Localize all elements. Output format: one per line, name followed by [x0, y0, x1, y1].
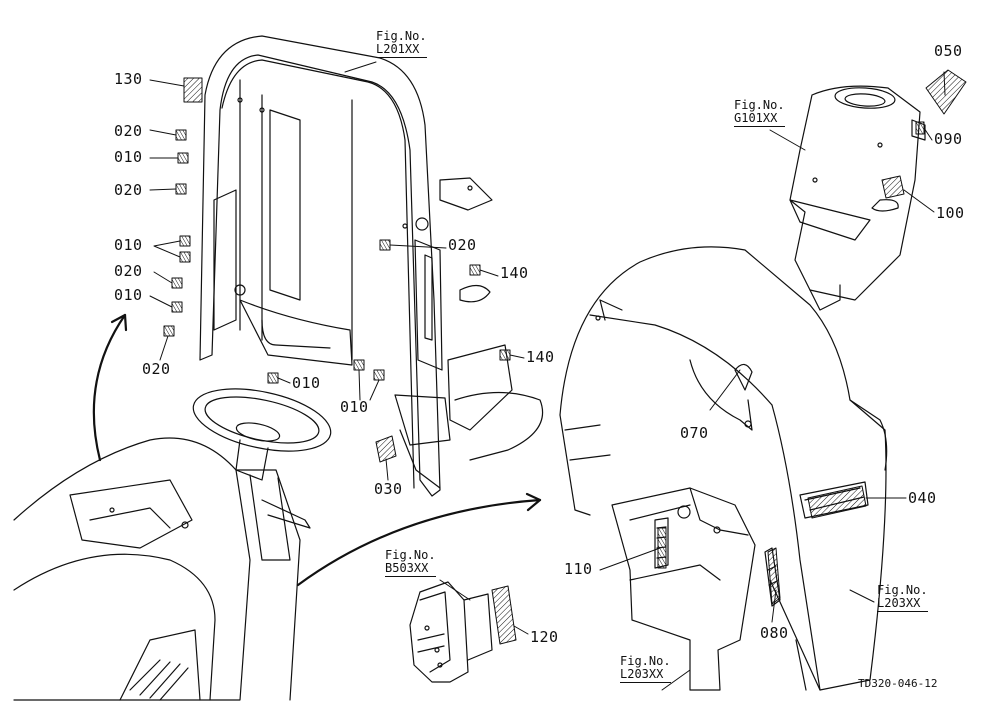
part-label-110: 110 [564, 560, 593, 578]
part-label-020: 020 [114, 262, 143, 280]
decal-100 [881, 175, 905, 199]
part-label-140: 140 [526, 348, 555, 366]
hood-drawing [559, 246, 888, 691]
decal-020-d [163, 325, 175, 337]
decal-010-b [179, 235, 191, 247]
tractor-body-drawing [13, 388, 332, 701]
decal-040 [807, 485, 867, 519]
figure-number: B503XX [385, 562, 436, 577]
part-label-010: 010 [292, 374, 321, 392]
part-label-040: 040 [908, 489, 937, 507]
part-label-100: 100 [936, 204, 965, 222]
part-label-030: 030 [374, 480, 403, 498]
decal-110 [657, 527, 667, 569]
part-label-010: 010 [114, 286, 143, 304]
part-label-080: 080 [760, 624, 789, 642]
part-label-020: 020 [448, 236, 477, 254]
decal-050 [925, 69, 967, 115]
part-label-140: 140 [500, 264, 529, 282]
part-label-020: 020 [114, 181, 143, 199]
decal-130 [183, 77, 203, 103]
part-label-020: 020 [114, 122, 143, 140]
figure-ref-b503: Fig.No. B503XX [385, 549, 436, 577]
figure-ref-l203-outer: Fig.No. L203XX [877, 584, 928, 612]
part-label-070: 070 [680, 424, 709, 442]
decal-090 [915, 121, 925, 135]
decal-120 [491, 585, 517, 645]
assembly-arrows [92, 313, 542, 587]
part-label-020: 020 [142, 360, 171, 378]
decal-140-b [499, 349, 511, 361]
figure-ref-g101: Fig.No. G101XX [734, 99, 785, 127]
decal-020-a [175, 129, 187, 141]
decal-030 [375, 435, 397, 463]
figure-ref-l201: Fig.No. L201XX [376, 30, 427, 58]
part-label-120: 120 [530, 628, 559, 646]
decal-020-c [171, 277, 183, 289]
decal-010-f [353, 359, 365, 371]
decal-010-g [373, 369, 385, 381]
figure-number: L201XX [376, 43, 427, 58]
decal-010-d [171, 301, 183, 313]
decal-020-b [175, 183, 187, 195]
decal-020-e [379, 239, 391, 251]
figure-caption: Fig.No. [620, 654, 671, 668]
figure-number: L203XX [877, 597, 928, 612]
decal-010-a [177, 152, 189, 164]
decal-080 [767, 547, 781, 605]
part-label-010: 010 [340, 398, 369, 416]
figure-caption: Fig.No. [376, 29, 427, 43]
part-label-010: 010 [114, 236, 143, 254]
figure-number: L203XX [620, 668, 671, 683]
decal-010-e [267, 372, 279, 384]
part-label-010: 010 [114, 148, 143, 166]
rear-panel-drawing [199, 35, 544, 497]
figure-ref-l203-inner: Fig.No. L203XX [620, 655, 671, 683]
decal-010-c [179, 251, 191, 263]
figure-number: G101XX [734, 112, 785, 127]
part-label-090: 090 [934, 130, 963, 148]
drawing-reference: TD320-046-12 [858, 677, 938, 690]
decal-140-a [469, 264, 481, 276]
part-label-050: 050 [934, 42, 963, 60]
figure-caption: Fig.No. [877, 583, 928, 597]
figure-caption: Fig.No. [734, 98, 785, 112]
part-label-130: 130 [114, 70, 143, 88]
dash-panel-drawing [789, 85, 926, 311]
leader-lines [149, 61, 946, 691]
sub-assembly-drawing [409, 581, 493, 683]
figure-caption: Fig.No. [385, 548, 436, 562]
